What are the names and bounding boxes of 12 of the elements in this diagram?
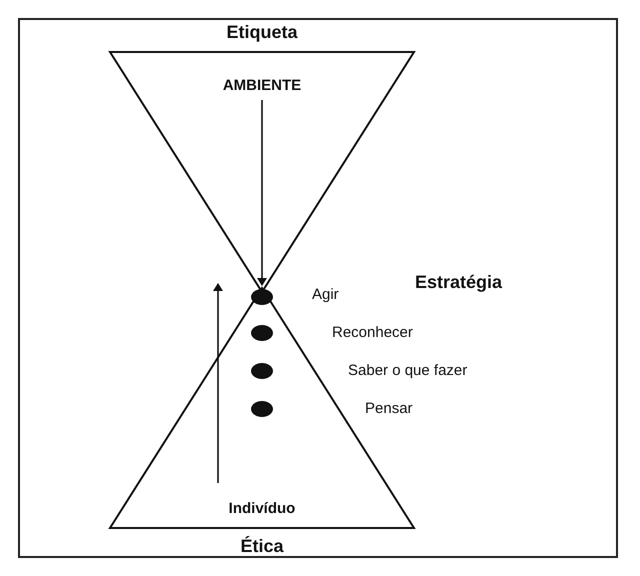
step-label: Reconhecer xyxy=(332,324,413,341)
arrow xyxy=(213,283,223,483)
step-label: Pensar xyxy=(365,400,413,417)
arrow xyxy=(257,100,267,286)
step-label: Agir xyxy=(312,286,339,303)
node-label: AMBIENTE xyxy=(212,74,312,96)
step-label: Saber o que fazer xyxy=(348,362,468,379)
triangle-heading: Ética xyxy=(239,536,285,557)
node-label: Indivíduo xyxy=(212,497,312,519)
triangle-heading: Etiqueta xyxy=(225,22,299,43)
dot-marker xyxy=(251,289,273,305)
side-heading: Estratégia xyxy=(415,272,502,293)
